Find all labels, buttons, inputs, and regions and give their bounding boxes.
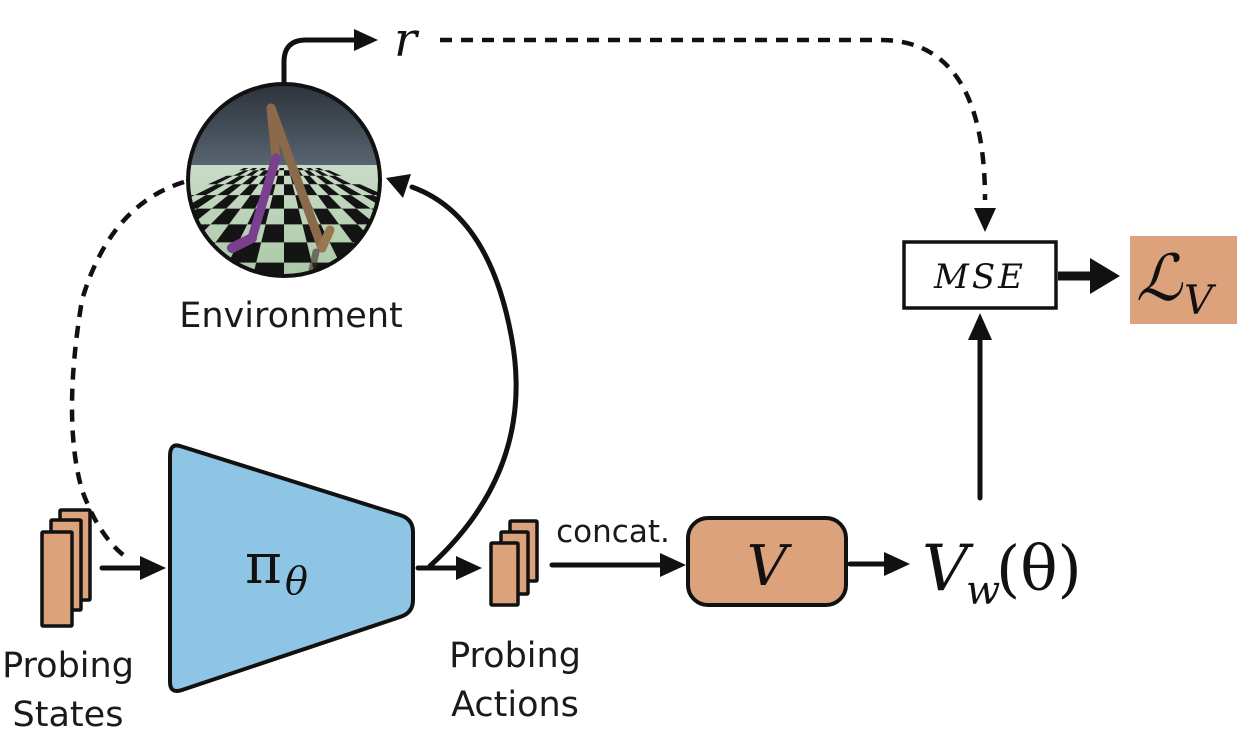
value-output-argument: (θ) [996, 532, 1082, 605]
arrow-head-actions-to-value [660, 553, 686, 577]
probing-states-label-line1: Probing [2, 646, 134, 686]
arrow-head-reward-to-mse [974, 208, 996, 232]
probing-states-stack [40, 508, 92, 628]
arrow-head-policy-to-actions [456, 556, 482, 580]
walker-robot [227, 103, 335, 274]
dashed-arrow-env-to-states [69, 179, 185, 562]
arrow-head-output-to-mse [968, 313, 992, 340]
mse-label: MSE [933, 257, 1026, 297]
arrow-head-mse-to-loss [1090, 258, 1120, 294]
policy-subscript: θ [285, 559, 308, 603]
arrow-head-policy-to-env [386, 174, 411, 198]
policy-symbol: π [245, 532, 282, 597]
value-network [686, 516, 848, 607]
probing-actions-label-line1: Probing [449, 636, 581, 676]
environment-scene [188, 84, 380, 276]
probing-actions-label-line2: Actions [451, 685, 579, 725]
arrow-head-value-to-output [884, 552, 910, 576]
loss-subscript: V [1184, 278, 1217, 324]
concat-label: concat. [556, 514, 670, 550]
arrow-head-states-to-policy [140, 556, 166, 580]
mse-box [902, 240, 1058, 310]
arrow-head-reward [354, 29, 378, 51]
value-output-subscript: w [966, 568, 1000, 614]
value-output: V w (θ) [922, 532, 1082, 614]
reward-symbol: r [394, 12, 420, 68]
dashed-arrow-reward-to-mse [440, 37, 988, 201]
environment-label: Environment [179, 296, 402, 336]
loss-box [1130, 236, 1237, 324]
probing-actions-stack [489, 519, 539, 607]
policy-network [168, 443, 415, 693]
loss-symbol: ℒ [1136, 242, 1184, 316]
environment-node: Environment [179, 82, 403, 336]
arrow-policy-to-env [409, 184, 519, 569]
value-symbol: V [747, 534, 793, 599]
arrow-env-to-reward [281, 37, 361, 87]
value-output-main: V [922, 532, 974, 606]
probing-states-label-line2: States [13, 695, 124, 735]
